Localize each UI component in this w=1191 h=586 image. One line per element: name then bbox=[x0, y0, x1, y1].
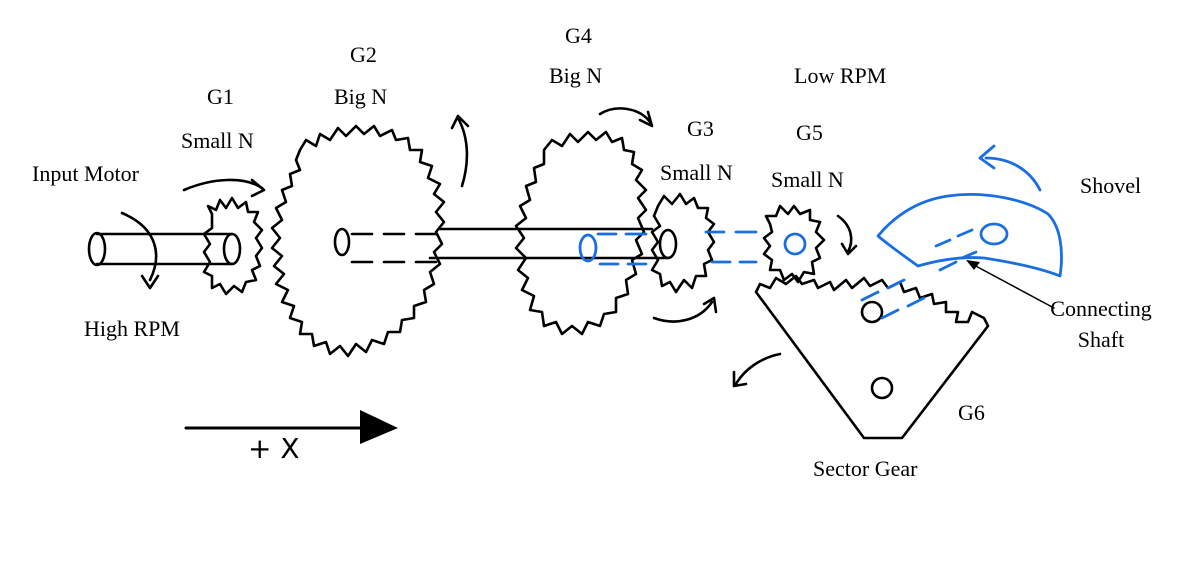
g3-rotation-arrow bbox=[652, 296, 718, 323]
connecting-shaft-label-line1: Connecting bbox=[1050, 296, 1152, 321]
input-rotation-arrow bbox=[120, 211, 160, 290]
gear-g4 bbox=[514, 130, 648, 336]
gear-g2 bbox=[270, 124, 446, 358]
g4-rotation-arrow bbox=[598, 107, 654, 128]
positive-x-arrow bbox=[184, 410, 398, 444]
main-shaft bbox=[350, 227, 678, 264]
g5-rotation-arrow bbox=[836, 214, 858, 256]
positive-x-label: + X bbox=[248, 432, 300, 465]
shovel bbox=[876, 193, 1063, 278]
shovel-label: Shovel bbox=[1080, 173, 1142, 198]
g2-name-label: G2 bbox=[350, 42, 377, 67]
gear-g1 bbox=[202, 196, 264, 296]
low-rpm-label: Low RPM bbox=[794, 63, 887, 88]
connecting-shaft-pointer bbox=[966, 260, 1055, 309]
g2-rotation-arrow bbox=[450, 114, 470, 188]
g3-name-label: G3 bbox=[687, 116, 714, 141]
g6-name-label: G6 bbox=[958, 400, 985, 425]
g3-g5-shaft bbox=[578, 230, 758, 266]
connecting-shaft-label-line2: Shaft bbox=[1077, 327, 1125, 352]
gear-g6-sector bbox=[754, 274, 990, 440]
input-motor-label: Input Motor bbox=[32, 161, 139, 186]
g1-desc-label: Small N bbox=[181, 128, 254, 153]
high-rpm-label: High RPM bbox=[84, 316, 180, 341]
g4-desc-label: Big N bbox=[549, 63, 603, 88]
g5-desc-label: Small N bbox=[771, 167, 844, 192]
gear-g3 bbox=[650, 192, 716, 294]
g5-name-label: G5 bbox=[796, 120, 823, 145]
g1-name-label: G1 bbox=[207, 84, 234, 109]
g3-desc-label: Small N bbox=[660, 160, 733, 185]
sector-gear-label: Sector Gear bbox=[813, 456, 918, 481]
gear-g5 bbox=[762, 204, 826, 284]
g2-desc-label: Big N bbox=[334, 84, 388, 109]
input-motor-shaft bbox=[87, 231, 242, 267]
shovel-rotation-arrow bbox=[978, 144, 1042, 192]
g6-rotation-arrow bbox=[732, 352, 782, 388]
g4-name-label: G4 bbox=[565, 23, 592, 48]
g1-rotation-arrow bbox=[182, 178, 266, 198]
